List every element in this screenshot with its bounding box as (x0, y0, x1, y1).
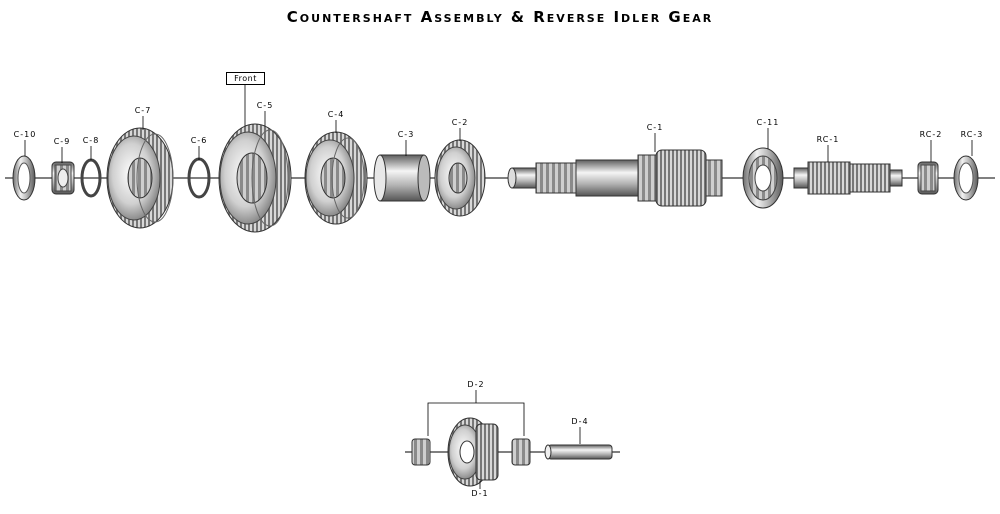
part-label-rc1: RC-1 (816, 135, 840, 144)
part-label-c4: C-4 (327, 110, 345, 119)
bearing-rc2 (917, 161, 939, 195)
part-label-c10: C-10 (13, 130, 37, 139)
part-label-rc2: RC-2 (919, 130, 943, 139)
part-label-c2: C-2 (451, 118, 469, 127)
countershaft-c1 (507, 149, 723, 207)
gear-c7 (106, 127, 174, 229)
idler-gear-d1 (447, 417, 499, 487)
part-label-c8: C-8 (82, 136, 100, 145)
roller-bearing-c11 (742, 147, 784, 209)
shaft-rc1 (793, 161, 903, 195)
d2-bracket (427, 390, 525, 436)
front-indicator: Front (226, 72, 265, 85)
part-label-c11: C-11 (756, 118, 780, 127)
bearing-cup-rc3 (953, 155, 979, 201)
part-label-rc3: RC-3 (960, 130, 984, 139)
part-label-c7: C-7 (134, 106, 152, 115)
part-label-c3: C-3 (397, 130, 415, 139)
part-label-d1: D-1 (471, 489, 489, 498)
gear-c4 (304, 131, 368, 225)
bearing-cup-c10 (12, 155, 36, 201)
needle-bearing-left (411, 438, 431, 466)
part-label-c9: C-9 (53, 137, 71, 146)
gear-c2 (434, 139, 486, 217)
gear-c5 (218, 123, 292, 233)
part-label-c6: C-6 (190, 136, 208, 145)
tapered-bearing-c9 (51, 161, 75, 195)
needle-bearing-right (511, 438, 531, 466)
leader-lines (24, 84, 973, 163)
idler-shaft-d4 (544, 444, 613, 460)
part-label-d2: D-2 (467, 380, 485, 389)
part-label-c5: C-5 (256, 101, 274, 110)
part-label-c1: C-1 (646, 123, 664, 132)
spacer-sleeve-c3 (373, 154, 431, 202)
part-label-d4: D-4 (571, 417, 589, 426)
diagram-title: Countershaft Assembly & Reverse Idler Ge… (286, 8, 714, 26)
